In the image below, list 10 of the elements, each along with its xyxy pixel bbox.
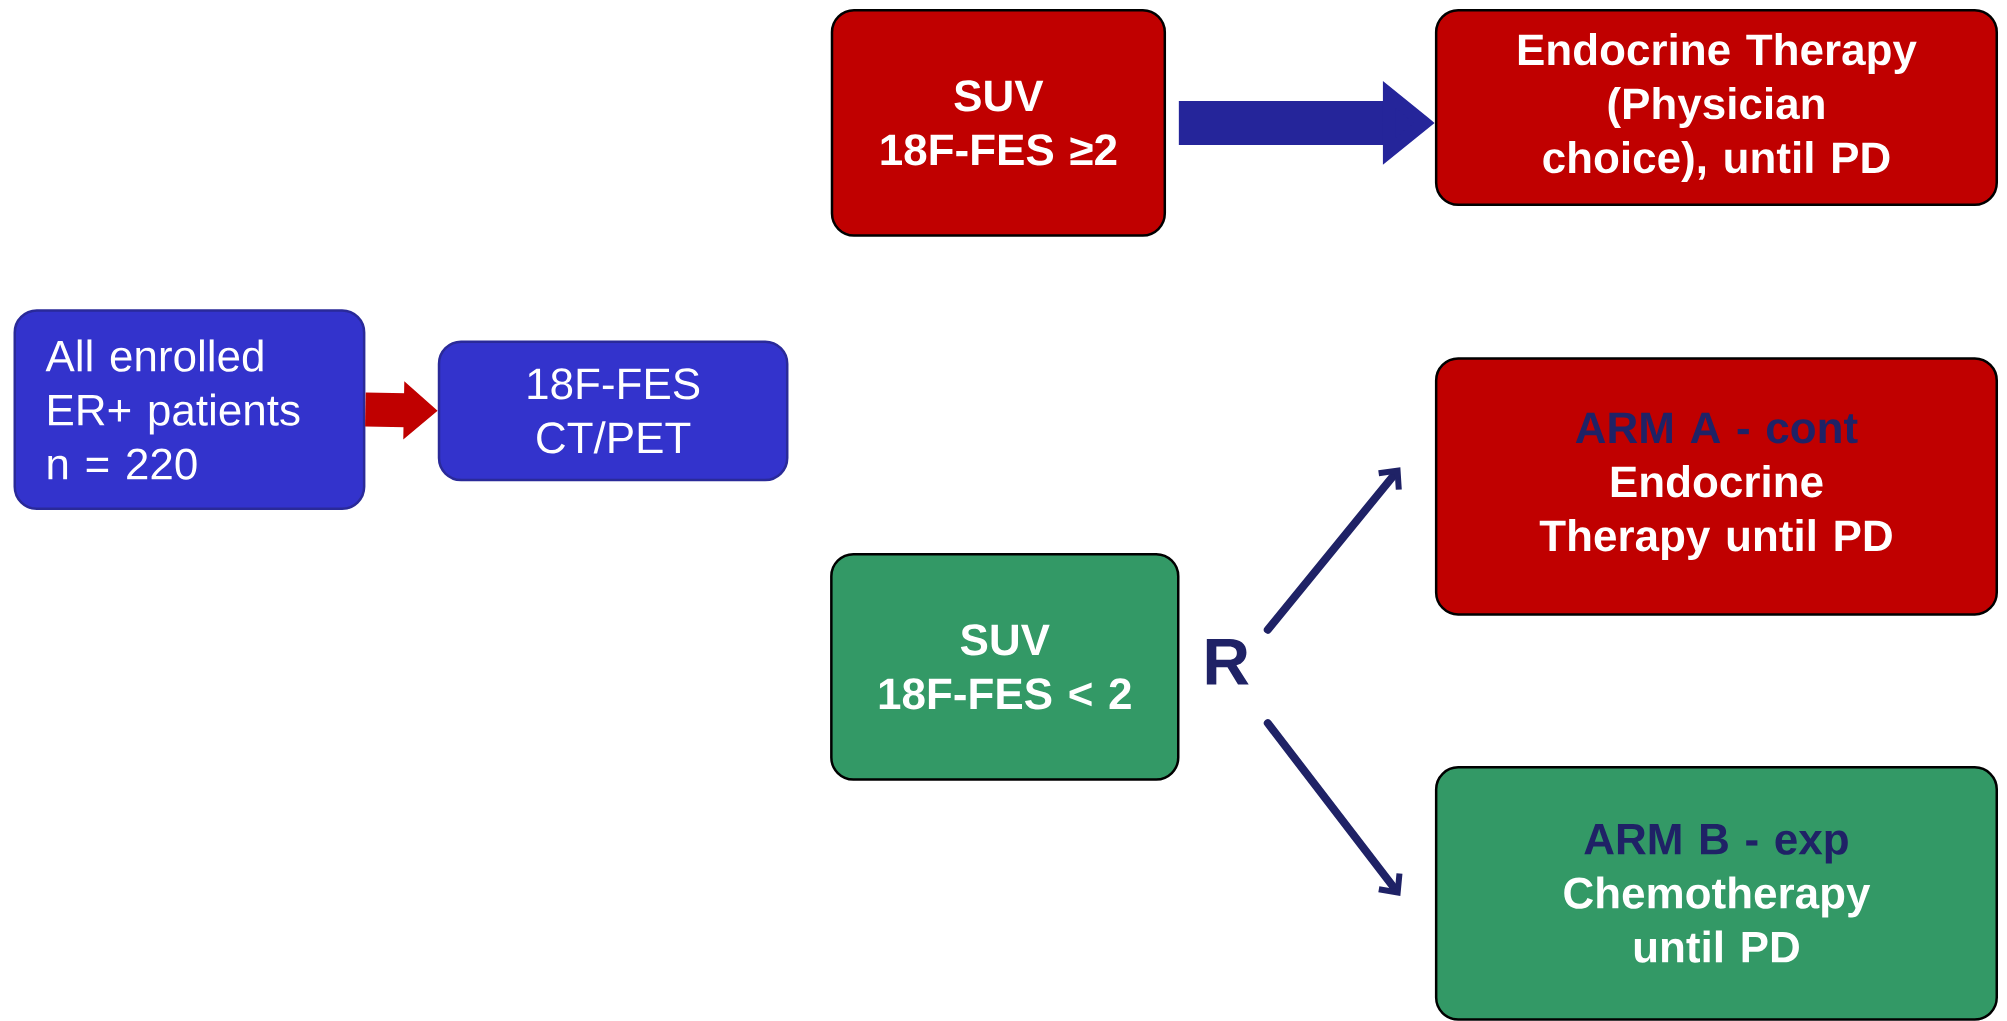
process-box: All enrolled ER+ patients n = 220 [13, 308, 366, 510]
process-box: Endocrine Therapy (Physician choice), until PD [1434, 8, 1998, 206]
process-box: ARM B - exp Chemotherapy until PD [1434, 765, 1998, 1021]
letter-label: R [1206, 638, 1249, 685]
arrow [1263, 719, 1403, 896]
process-box: SUV 18F-FES ≥2 [830, 8, 1167, 237]
process-box: 18F-FES CT/PET [437, 340, 789, 481]
process-box: SUV 18F-FES < 2 [830, 552, 1180, 781]
process-box: ARM A - cont Endocrine Therapy until PD [1434, 356, 1998, 616]
arrow [1263, 467, 1402, 634]
